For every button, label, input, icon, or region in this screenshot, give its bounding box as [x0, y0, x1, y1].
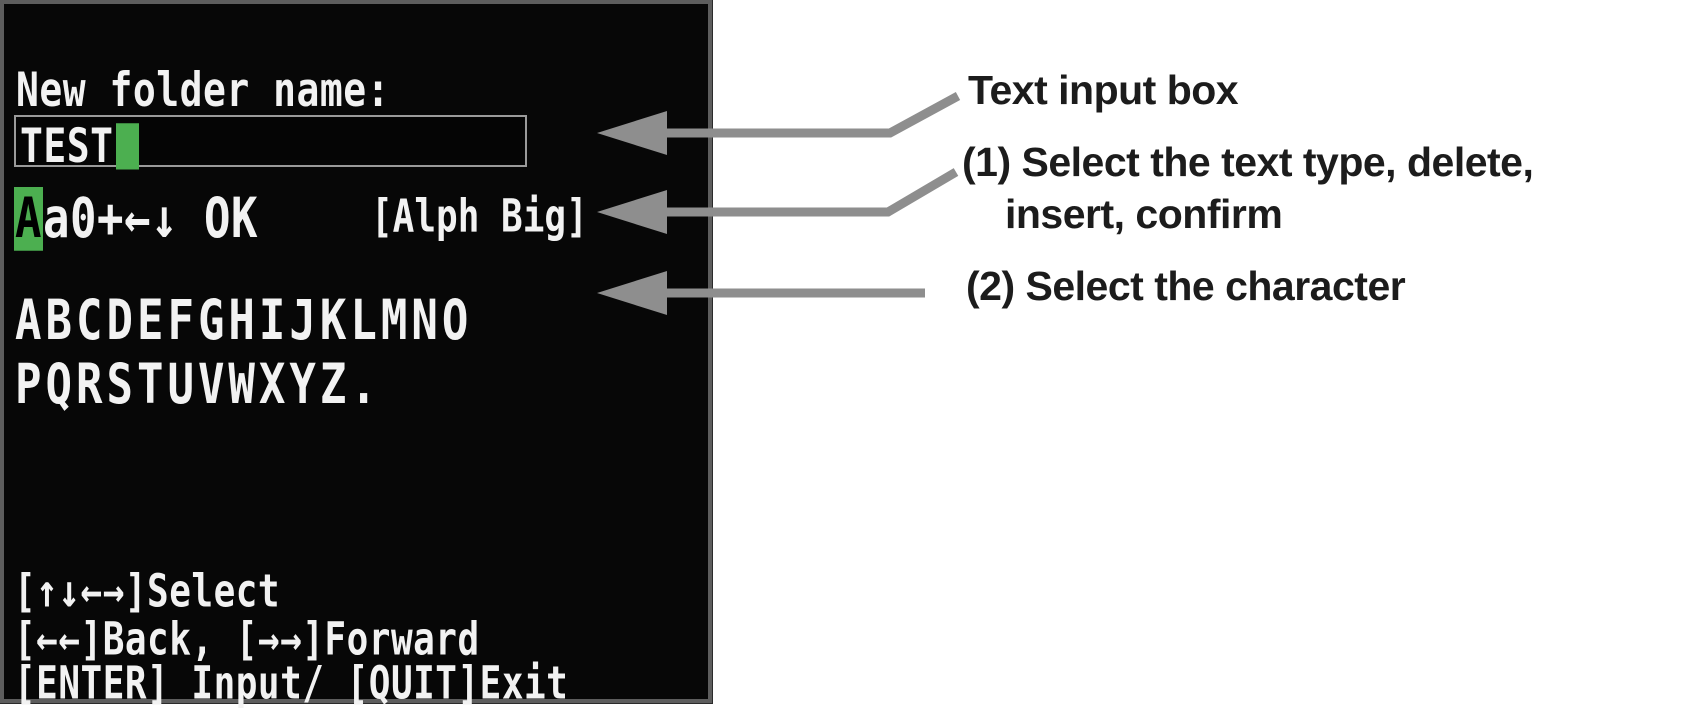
callout-step1-line2: insert, confirm — [1005, 191, 1283, 237]
help-line-select: [↑↓←→]Select — [14, 566, 281, 618]
character-grid-row-1[interactable]: ABCDEFGHIJKLMNO — [15, 289, 473, 353]
input-value-text: TEST — [20, 118, 114, 174]
callout-step1-line1: (1) Select the text type, delete, — [962, 139, 1534, 185]
ok-button[interactable]: OK — [203, 187, 258, 251]
callout-text-input-box: Text input box — [968, 67, 1239, 113]
callout-step2: (2) Select the character — [966, 263, 1406, 309]
help-line-enter-quit: [ENTER] Input/ [QUIT]Exit — [14, 658, 569, 710]
texttype-toolbar: Aa0+←↓ OK — [14, 187, 258, 251]
texttype-other-items[interactable]: a0+←↓ — [43, 187, 178, 251]
input-value-line: TEST — [20, 122, 139, 170]
texttype-mode-indicator: [Alph Big] — [371, 191, 588, 243]
new-folder-name-label: New folder name: — [16, 62, 391, 118]
character-grid-row-2[interactable]: PQRSTUVWXYZ. — [15, 353, 381, 417]
texttype-alpha-big-selected[interactable]: A — [14, 187, 43, 251]
folder-name-input[interactable]: TEST — [14, 115, 527, 170]
text-cursor — [115, 123, 139, 170]
text-entry-screen: New folder name: TEST Aa0+←↓ OK [Alph Big… — [0, 0, 712, 706]
help-line-back-forward: [←←]Back, [→→]Forward — [14, 614, 480, 666]
